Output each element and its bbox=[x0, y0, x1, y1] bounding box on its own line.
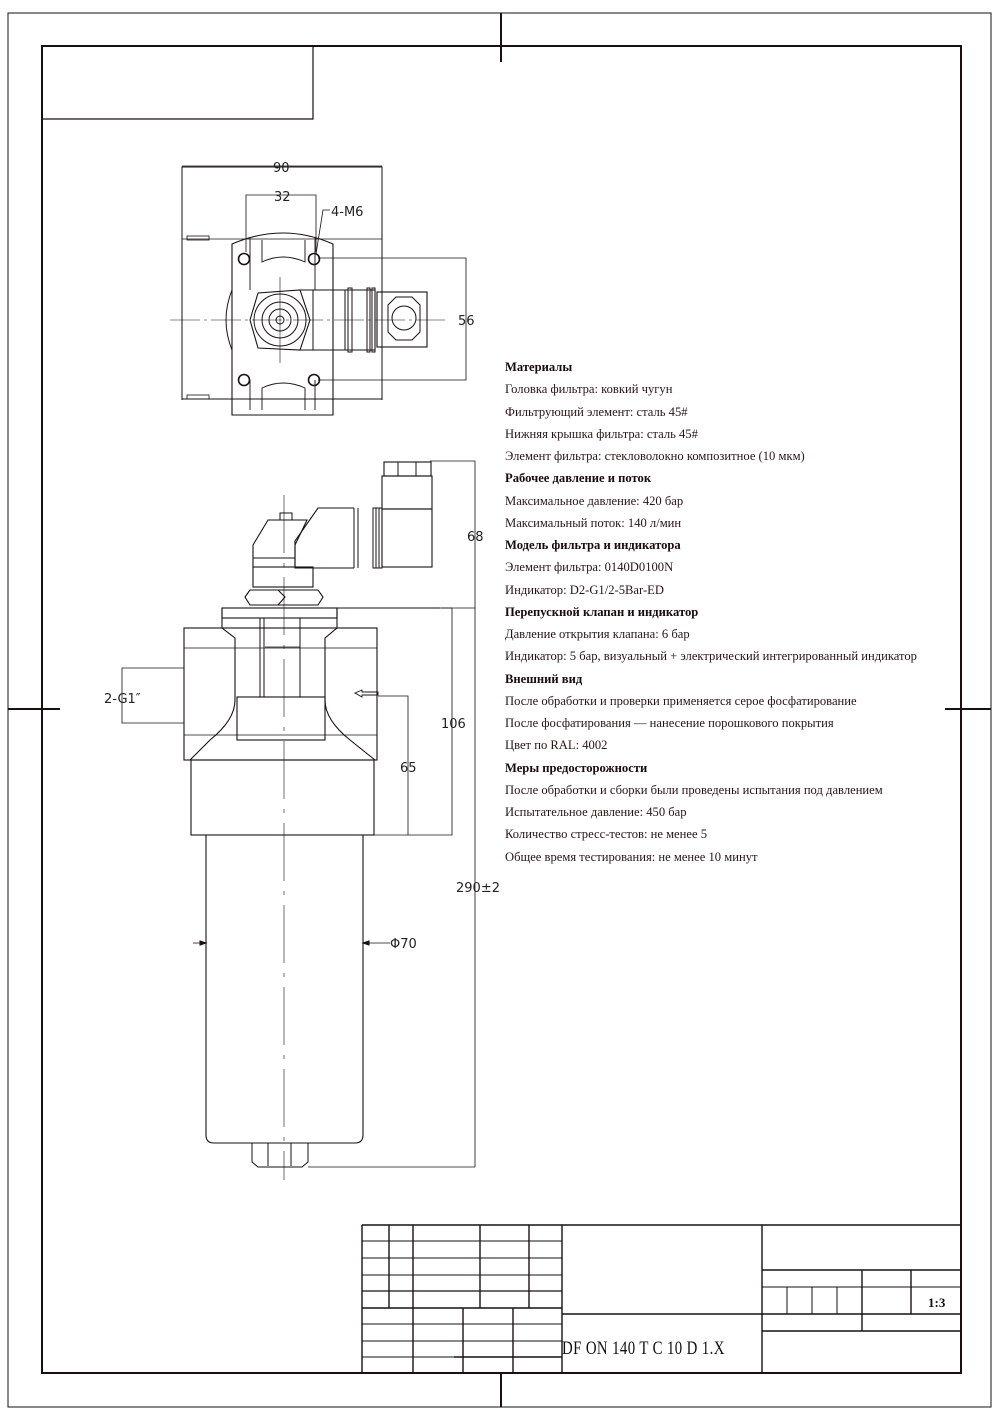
sheet-frames bbox=[7, 12, 992, 1408]
dim-106: 106 bbox=[441, 717, 466, 732]
spec-section-title: Материалы bbox=[505, 360, 573, 374]
spec-item: Общее время тестирования: не менее 10 ми… bbox=[505, 849, 758, 864]
spec-item: После обработки и проверки применяется с… bbox=[505, 693, 857, 708]
spec-item: После фосфатирования — нанесение порошко… bbox=[505, 716, 834, 730]
spec-item: Головка фильтра: ковкий чугун bbox=[505, 382, 673, 397]
dim-68: 68 bbox=[467, 530, 484, 545]
dim-diameter-70: Φ70 bbox=[390, 937, 417, 952]
spec-section-title: Меры предосторожности bbox=[505, 760, 648, 775]
spec-item: Максимальное давление: 420 бар bbox=[505, 493, 684, 508]
label-port-thread: 2-G1″ bbox=[104, 692, 141, 707]
spec-item: Индикатор: 5 бар, визуальный + электриче… bbox=[505, 649, 917, 664]
spec-item: Элемент фильтра: стекловолокно композитн… bbox=[505, 449, 805, 463]
spec-item: Цвет по RAL: 4002 bbox=[505, 738, 608, 753]
dim-290: 290±2 bbox=[456, 881, 500, 896]
drawing-designation: DF ON 140 T C 10 D 1.X bbox=[562, 1338, 725, 1359]
spec-section-title: Модель фильтра и индикатора bbox=[505, 538, 681, 552]
label-4-m6: 4-M6 bbox=[331, 205, 363, 220]
spec-section-title: Перепускной клапан и индикатор bbox=[505, 604, 699, 619]
dim-56: 56 bbox=[458, 314, 475, 329]
top-view-dimensions: 90 32 4-M6 56 bbox=[273, 161, 475, 329]
side-view bbox=[121, 460, 476, 1180]
top-view bbox=[170, 165, 467, 416]
spec-item: Давление открытия клапана: 6 бар bbox=[505, 627, 690, 641]
spec-item: Максимальный поток: 140 л/мин bbox=[505, 515, 682, 530]
title-block bbox=[361, 1224, 961, 1373]
spec-item: Фильтрующий элемент: сталь 45# bbox=[505, 404, 688, 419]
spec-item: Количество стресс-тестов: не менее 5 bbox=[505, 827, 708, 842]
spec-item: Испытательное давление: 450 бар bbox=[505, 805, 687, 819]
spec-item: Элемент фильтра: 0140D0100N bbox=[505, 560, 674, 575]
drawing-scale: 1:3 bbox=[928, 1295, 946, 1310]
dim-90: 90 bbox=[273, 161, 290, 176]
top-left-code-box bbox=[42, 46, 314, 120]
side-view-dimensions: 2-G1″ 68 106 65 290±2 Φ70 bbox=[104, 530, 500, 952]
spec-item: Нижняя крышка фильтра: сталь 45# bbox=[505, 426, 698, 441]
dim-65: 65 bbox=[400, 761, 417, 776]
spec-section-title: Внешний вид bbox=[505, 671, 583, 686]
spec-item: Индикатор: D2-G1/2-5Bar-ED bbox=[505, 582, 664, 597]
dim-32: 32 bbox=[274, 190, 291, 205]
spec-section-title: Рабочее давление и поток bbox=[505, 471, 652, 486]
spec-item: После обработки и сборки были проведены … bbox=[505, 782, 883, 797]
